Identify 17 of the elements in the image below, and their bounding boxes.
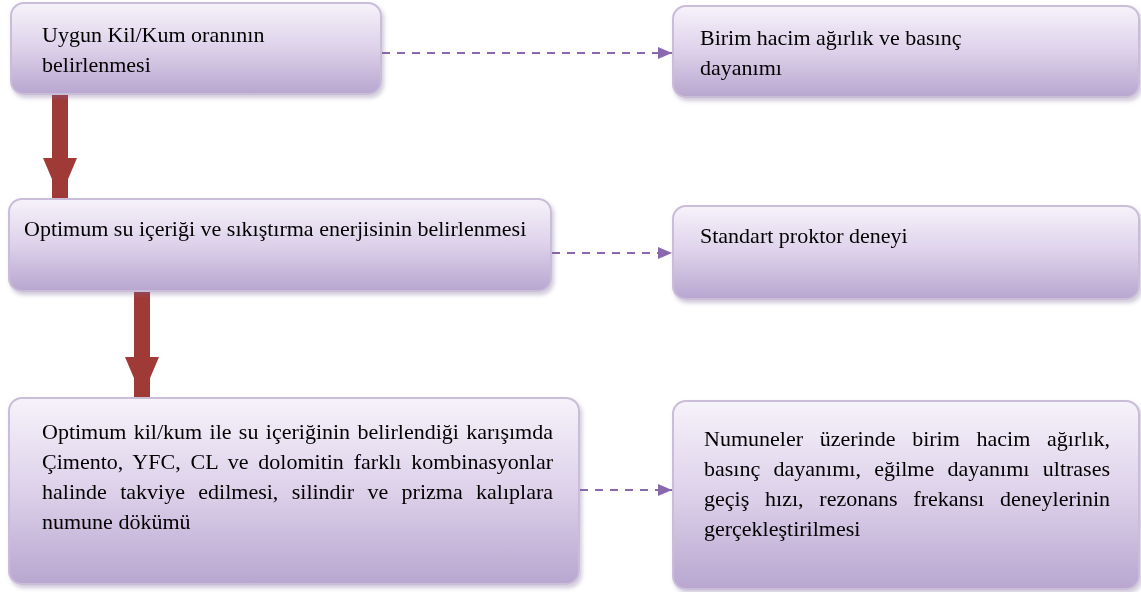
process-box [10,2,382,95]
process-box [672,205,1140,300]
box-text: Birim hacim ağırlık ve basınç dayanımı [700,24,963,82]
thick-arrow [43,95,77,198]
box-text: Uygun Kil/Kum oranının belirlenmesi [42,21,266,79]
dashed-arrow [579,484,673,496]
process-box [672,400,1140,590]
box-text: Standart proktor deneyi [700,222,909,250]
box-text: Numuneler üzerinde birim hacim ağırlık, basınç dayanımı, eğilme dayanımı ultrases geçiş hızı, rezonans frekansı deneylerinin gerçekleştirilmesi [704,425,1110,543]
box-text: Optimum kil/kum ile su içeriğinin belirlendiği karışımda Çimento, YFC, CL ve dolomitin farklı kombinasyonlar halinde takviye edilmesi, silindir ve prizma kalıplara numune dökümü [42,418,553,536]
process-box [672,5,1140,98]
process-box [8,198,552,292]
box-text: Optimum su içeriği ve sıkıştırma enerjisinin belirlenmesi [24,215,528,243]
dashed-arrow [551,247,673,259]
process-box [8,397,580,585]
thick-arrow [125,292,159,397]
dashed-arrow [381,47,673,59]
